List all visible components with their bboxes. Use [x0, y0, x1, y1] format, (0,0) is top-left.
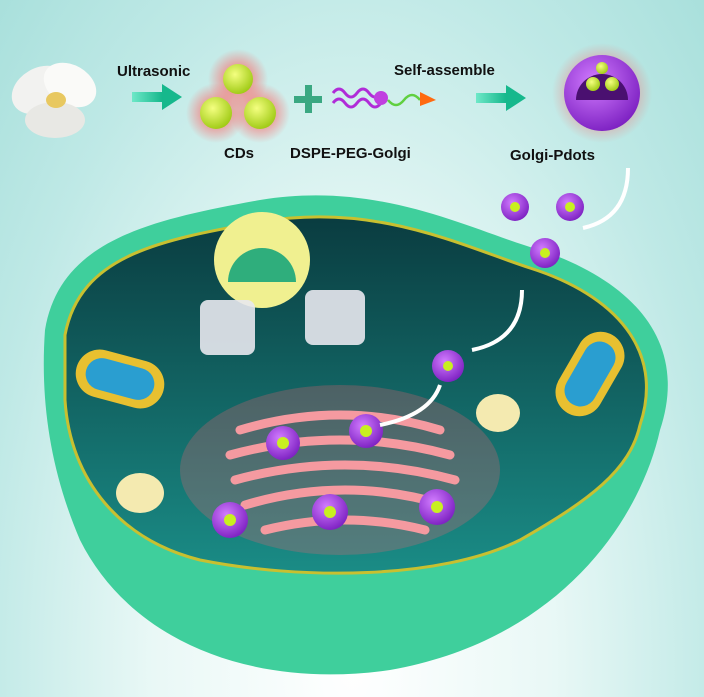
- dspe-peg-golgi-label: DSPE-PEG-Golgi: [290, 145, 411, 162]
- curved-arrow-icon: [582, 167, 630, 230]
- plus-icon: [294, 85, 322, 113]
- ultrasonic-label: Ultrasonic: [117, 63, 191, 80]
- mitochondrion: [75, 349, 165, 409]
- carbon-dots-icon: [186, 49, 290, 143]
- curved-arrow-icon: [471, 289, 524, 352]
- golgi-pdots-label: Golgi-Pdots: [510, 147, 595, 164]
- magnolia-flower-icon: [11, 62, 97, 138]
- cds-label: CDs: [224, 145, 255, 162]
- arrow-right-icon: [132, 84, 182, 110]
- nucleus: [200, 212, 365, 355]
- pdot-nanoparticles: [212, 193, 584, 538]
- lysosome: [476, 394, 520, 432]
- self-assemble-label: Self-assemble: [394, 62, 495, 79]
- arrow-right-icon: [476, 85, 526, 111]
- mitochondrion: [555, 331, 625, 417]
- lysosome: [116, 473, 164, 513]
- curved-arrow-icon: [379, 384, 442, 427]
- dspe-peg-molecule-icon: [331, 87, 436, 109]
- golgi-pdot-nanoparticle-icon: [552, 43, 652, 143]
